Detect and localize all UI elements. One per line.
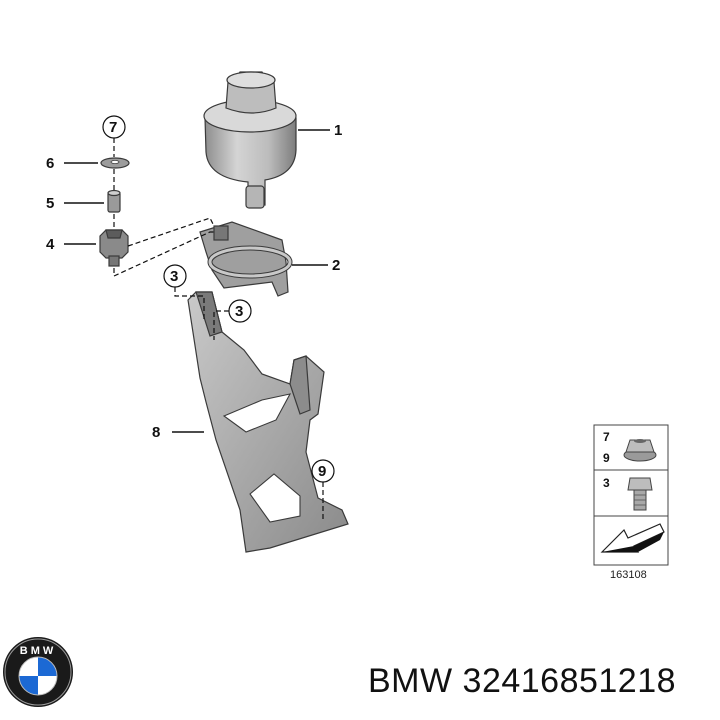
part-number-label: BMW 32416851218 [368,662,677,700]
legend-number-7: 7 [603,430,610,444]
fastener-legend: 7 9 3 163108 [593,424,669,581]
washer-part [100,157,130,169]
hex-bolt-icon [627,477,653,511]
flange-nut-icon [623,439,657,462]
callout-3-left: 3 [170,268,178,285]
callout-5: 5 [46,195,54,212]
callout-6: 6 [46,155,54,172]
callout-2: 2 [332,257,340,274]
reservoir-part [203,71,297,209]
callout-1: 1 [334,122,342,139]
main-bracket-part [187,291,349,553]
callout-4: 4 [46,236,55,253]
bmw-logo: BMW [3,637,73,707]
logo-text: BMW [20,645,57,657]
diagram-code: 163108 [610,569,647,581]
rubber-mount-part [99,229,129,267]
callout-8: 8 [152,424,160,441]
clamp-part [199,221,293,297]
callout-9: 9 [318,463,326,480]
callout-7: 7 [109,119,117,136]
callout-3-right: 3 [235,303,243,320]
legend-number-3: 3 [603,476,610,490]
sleeve-part [107,189,121,213]
legend-number-9: 9 [603,451,610,465]
direction-arrow-icon [600,523,665,553]
